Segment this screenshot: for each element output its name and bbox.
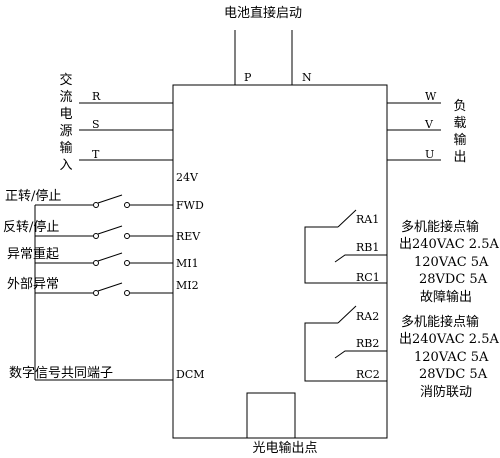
relay1-common-wire: [304, 226, 387, 284]
pin-rc1: RC1: [356, 271, 380, 284]
relay2-desc-line: 28VDC 5A: [419, 367, 488, 382]
load-output-char: 负: [453, 99, 466, 114]
relay1-desc-line: 故障输出: [420, 289, 472, 305]
pin-n: N: [302, 71, 312, 84]
switch-contact: [93, 233, 99, 239]
relay1-desc-line: 出240VAC 2.5A: [399, 237, 499, 252]
ac-input-char: 源: [59, 124, 72, 139]
battery-start-label: 电池直接启动: [224, 5, 302, 21]
switch-blade: [97, 252, 123, 262]
switch-contact: [124, 290, 130, 296]
pin-24v: 24V: [176, 171, 199, 184]
relay2-common-wire: [304, 322, 387, 382]
switch-blade: [97, 225, 123, 235]
switch-contact: [124, 260, 130, 266]
pin-dcm: DCM: [176, 368, 205, 381]
controller-box: [172, 84, 388, 439]
load-output-char: 载: [453, 116, 466, 131]
input-label-mi1: 异常重起: [7, 246, 59, 262]
pin-t: T: [92, 148, 100, 161]
ac-input-char: 电: [59, 107, 72, 122]
pin-ra1: RA1: [356, 213, 379, 226]
pin-ra2: RA2: [356, 310, 379, 323]
switch-contact: [93, 260, 99, 266]
relay1-desc-line: 28VDC 5A: [419, 272, 488, 287]
dcm-label: 数字信号共同端子: [9, 366, 113, 381]
pin-u: U: [425, 148, 434, 161]
pin-rb2: RB2: [356, 337, 379, 350]
pin-v: V: [424, 118, 434, 131]
input-label-mi2: 外部异常: [7, 277, 59, 292]
pin-s: S: [92, 118, 100, 131]
switch-contact: [93, 202, 99, 208]
relay2-desc-line: 多机能接点输: [401, 314, 479, 330]
ac-input-char: 入: [59, 158, 72, 173]
pin-p: P: [244, 71, 252, 84]
ac-input-char: 输: [59, 140, 72, 156]
optocoupler-label: 光电输出点: [252, 440, 317, 456]
relay2-nc-wire: [334, 350, 387, 359]
optocoupler-box: [246, 392, 296, 439]
relay1-contact-blade: [337, 209, 357, 228]
relay1-nc-wire: [334, 254, 387, 263]
relay1-desc-line: 120VAC 5A: [414, 255, 489, 270]
relay2-desc-line: 消防联动: [420, 384, 472, 400]
pin-rc2: RC2: [356, 368, 380, 381]
relay2-desc-line: 120VAC 5A: [414, 350, 489, 365]
relay2-desc-line: 出240VAC 2.5A: [399, 332, 499, 347]
pin-fwd: FWD: [176, 199, 204, 212]
pin-mi2: MI2: [176, 279, 199, 292]
load-output-char: 输: [453, 132, 466, 148]
pin-w: W: [425, 90, 437, 103]
switch-contact: [124, 233, 130, 239]
load-output-label: 负 载 输 出: [453, 99, 466, 165]
relay1-desc-line: 多机能接点输: [401, 219, 479, 235]
pin-rb1: RB1: [356, 241, 379, 254]
pin-mi1: MI1: [176, 257, 199, 270]
ac-input-label: 交 流 电 源 输 入: [59, 72, 72, 173]
pin-r: R: [92, 90, 101, 103]
input-label-fwd: 正转/停止: [5, 188, 61, 204]
switch-blade: [97, 282, 123, 292]
switch-contact: [93, 290, 99, 296]
relay2-contact-blade: [337, 305, 357, 324]
input-label-rev: 反转/停止: [3, 219, 59, 235]
switch-blade: [97, 194, 123, 204]
ac-input-char: 流: [59, 90, 72, 105]
pin-rev: REV: [176, 230, 201, 243]
ac-input-char: 交: [59, 72, 72, 88]
load-output-char: 出: [453, 150, 466, 165]
switch-contact: [124, 202, 130, 208]
